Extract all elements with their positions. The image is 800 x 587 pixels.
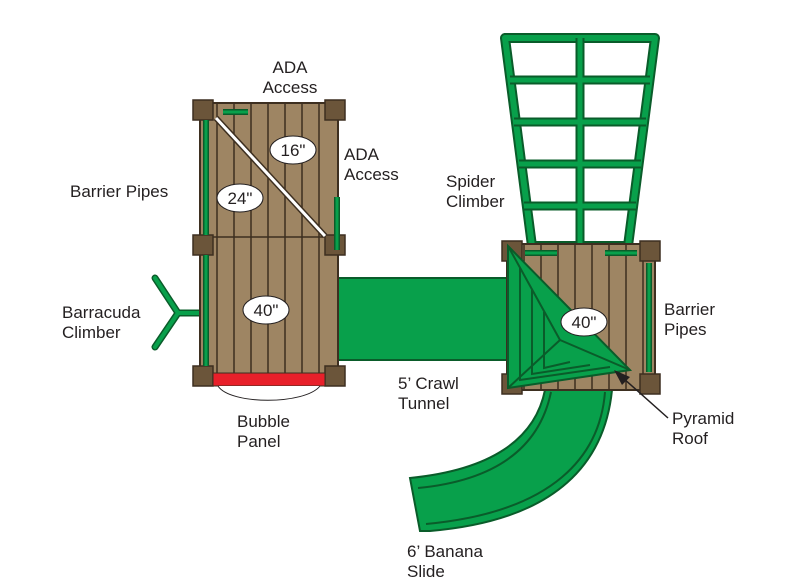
crawl-tunnel (335, 277, 512, 361)
svg-text:Pyramid: Pyramid (672, 409, 734, 428)
svg-text:Climber: Climber (62, 323, 121, 342)
label-barrier-pipes-left: Barrier Pipes (70, 182, 168, 201)
deck-height-40-right: 40" (560, 307, 608, 337)
svg-text:Spider: Spider (446, 172, 495, 191)
svg-text:Bubble: Bubble (237, 412, 290, 431)
label-spider-climber: Spider Climber (446, 172, 505, 211)
svg-text:Panel: Panel (237, 432, 280, 451)
svg-text:Roof: Roof (672, 429, 708, 448)
label-pyramid-roof: Pyramid Roof (672, 409, 734, 448)
svg-text:Access: Access (344, 165, 399, 184)
svg-text:16": 16" (281, 141, 306, 160)
label-ada-access-top: ADA Access (263, 58, 318, 97)
svg-text:Pipes: Pipes (664, 320, 707, 339)
svg-text:Barrier: Barrier (664, 300, 715, 319)
svg-text:40": 40" (572, 313, 597, 332)
label-barrier-pipes-right: Barrier Pipes (664, 300, 715, 339)
svg-text:Barracuda: Barracuda (62, 303, 141, 322)
svg-text:5’ Crawl: 5’ Crawl (398, 374, 459, 393)
label-barracuda-climber: Barracuda Climber (62, 303, 141, 342)
label-bubble-panel: Bubble Panel (237, 412, 290, 451)
svg-text:40": 40" (254, 301, 279, 320)
svg-text:Access: Access (263, 78, 318, 97)
deck-height-16: 16" (269, 135, 317, 165)
left-tower (192, 99, 346, 401)
svg-text:Climber: Climber (446, 192, 505, 211)
svg-text:ADA: ADA (344, 145, 380, 164)
label-banana-slide: 6’ Banana Slide (407, 542, 483, 581)
label-crawl-tunnel: 5’ Crawl Tunnel (398, 374, 459, 413)
svg-text:6’ Banana: 6’ Banana (407, 542, 483, 561)
svg-text:24": 24" (228, 189, 253, 208)
svg-text:Slide: Slide (407, 562, 445, 581)
pyramid-roof-pointer (614, 370, 669, 419)
svg-text:Tunnel: Tunnel (398, 394, 449, 413)
deck-height-24: 24" (216, 183, 264, 213)
banana-slide (408, 389, 614, 532)
svg-text:ADA: ADA (273, 58, 309, 77)
deck-height-40-left: 40" (242, 295, 290, 325)
label-ada-access-side: ADA Access (344, 145, 399, 184)
bubble-panel (212, 372, 326, 387)
